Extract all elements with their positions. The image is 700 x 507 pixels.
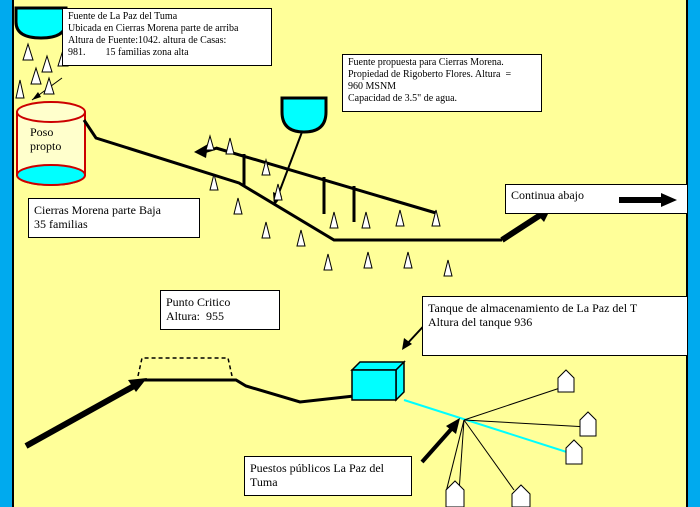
pipe-lower [142, 378, 355, 404]
fuente-la-paz-line-3: Altura de Fuente:1042. altura de Casas: [68, 35, 227, 46]
arrow-to-well [32, 92, 41, 100]
box-cierras-morena-baja: Cierras Morena parte Baja 35 familias [28, 198, 200, 238]
arrow-right-icon [619, 193, 677, 207]
tanque-line-2: Altura del tanque 936 [428, 315, 533, 330]
storage-tank [350, 360, 406, 402]
cierras-morena-line-2: 35 familias [34, 217, 88, 232]
punto-critico-line-2: Altura: 955 [166, 309, 224, 324]
well-label: Poso propto [30, 125, 61, 154]
well-label-line-2: propto [30, 139, 62, 154]
puestos-line-1: Puestos públicos La Paz del [250, 461, 384, 475]
spring-la-paz [14, 6, 68, 40]
continua-abajo-label: Continua abajo [511, 188, 584, 202]
critical-point-dashed [137, 357, 233, 377]
box-fuente-la-paz: Fuente de La Paz del Tuma Ubicada en Cie… [62, 8, 272, 66]
fuente-propuesta-line-4: Capacidad de 3.5" de agua. [348, 93, 458, 104]
well-cylinder [16, 101, 86, 186]
well-label-line-1: Poso [30, 125, 54, 139]
diagram-canvas: Fuente de La Paz del Tuma Ubicada en Cie… [12, 0, 688, 507]
fuente-la-paz-line-4: 981. 15 familias zona alta [68, 47, 189, 58]
fuente-propuesta-line-2: Propiedad de Rigoberto Flores. Altura = [348, 69, 512, 80]
box-tanque: Tanque de almacenamiento de La Paz del T… [422, 296, 688, 356]
fuente-propuesta-line-1: Fuente propuesta para Cierras Morena. [348, 57, 504, 68]
box-punto-critico: Punto Critico Altura: 955 [160, 290, 280, 330]
box-fuente-propuesta: Fuente propuesta para Cierras Morena. Pr… [342, 54, 542, 112]
arrow-left-upper [194, 144, 208, 158]
water-system-diagram [14, 6, 597, 507]
box-puestos-publicos: Puestos públicos La Paz del Tuma [244, 456, 412, 496]
fuente-la-paz-line-1: Fuente de La Paz del Tuma [68, 11, 178, 22]
punto-critico-line-1: Punto Critico [166, 295, 231, 309]
spring-proposed [280, 96, 328, 134]
fuente-propuesta-line-3: 960 MSNM [348, 81, 397, 92]
pipe-upper [82, 119, 502, 242]
cierras-morena-line-1: Cierras Morena parte Baja [34, 203, 161, 217]
fuente-la-paz-line-2: Ubicada en Cierras Morena parte de arrib… [68, 23, 239, 34]
tanque-line-1: Tanque de almacenamiento de La Paz del T [428, 301, 638, 315]
public-posts [445, 369, 597, 507]
box-continua-abajo: Continua abajo [505, 184, 688, 214]
houses-upper [15, 42, 453, 277]
puestos-line-2: Tuma [250, 475, 278, 490]
